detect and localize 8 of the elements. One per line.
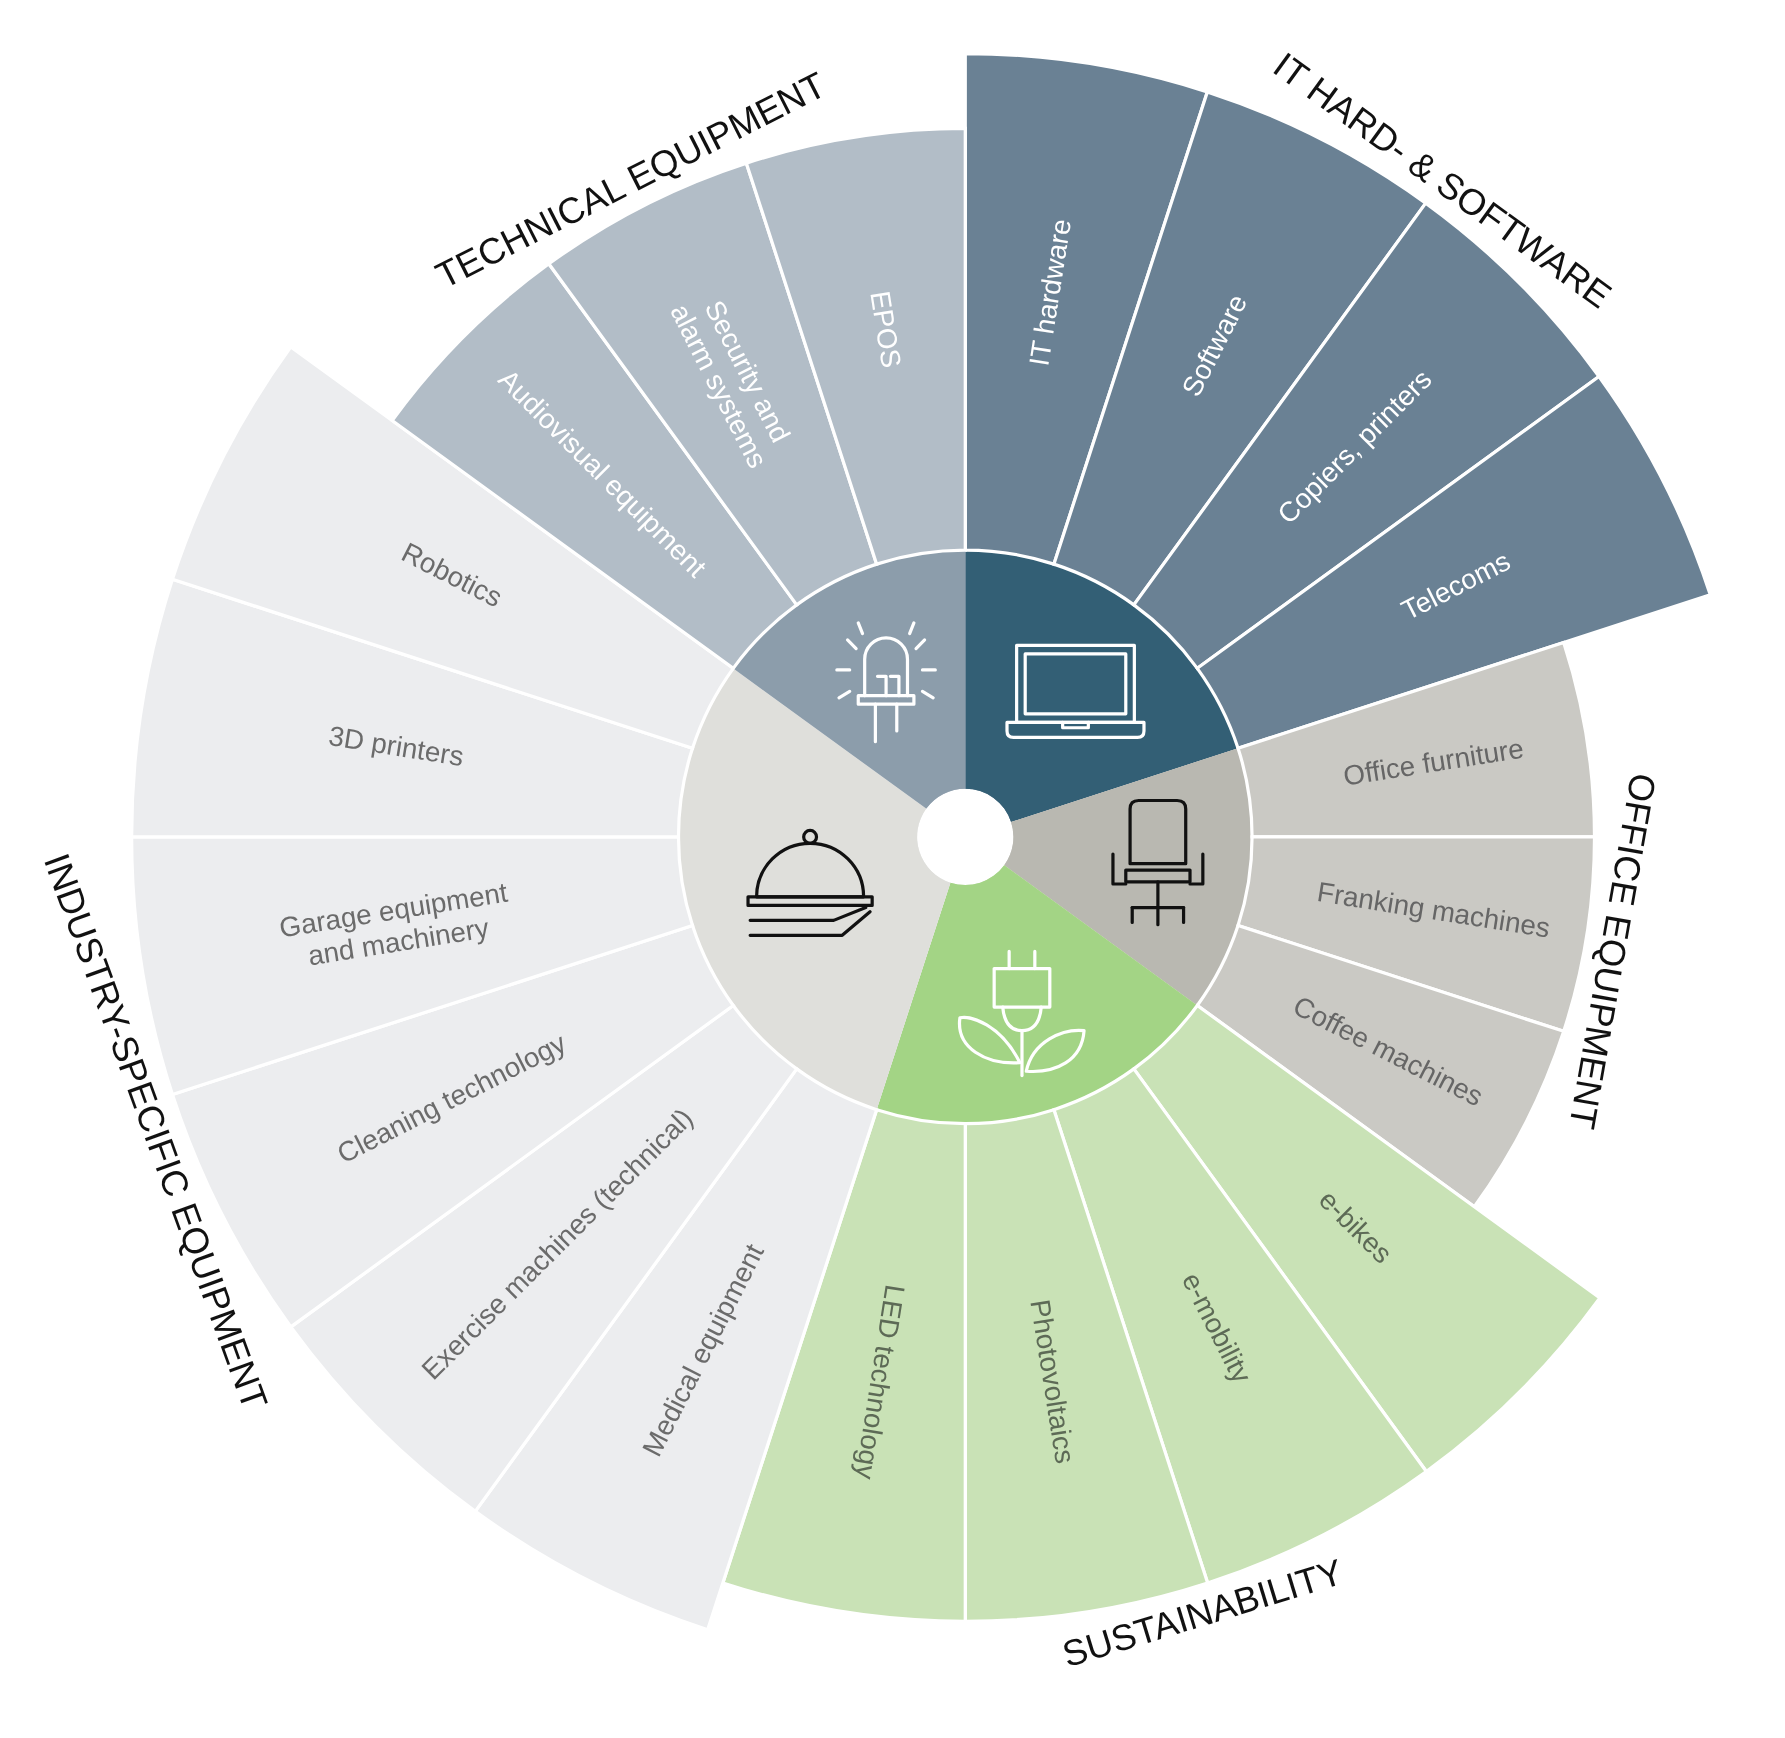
segment-label: LED technology [847, 1282, 911, 1482]
segment-label: Photovoltaics [1022, 1297, 1081, 1466]
segment-label: 3D printers [326, 720, 466, 774]
segment-label: EPOS [863, 288, 907, 371]
segment-label: Franking machines [1314, 876, 1553, 946]
segment-label: Garage equipment and machinery [276, 875, 511, 974]
segment-label: Office furniture [1341, 732, 1526, 793]
segment-label: IT hardware [1024, 217, 1079, 369]
